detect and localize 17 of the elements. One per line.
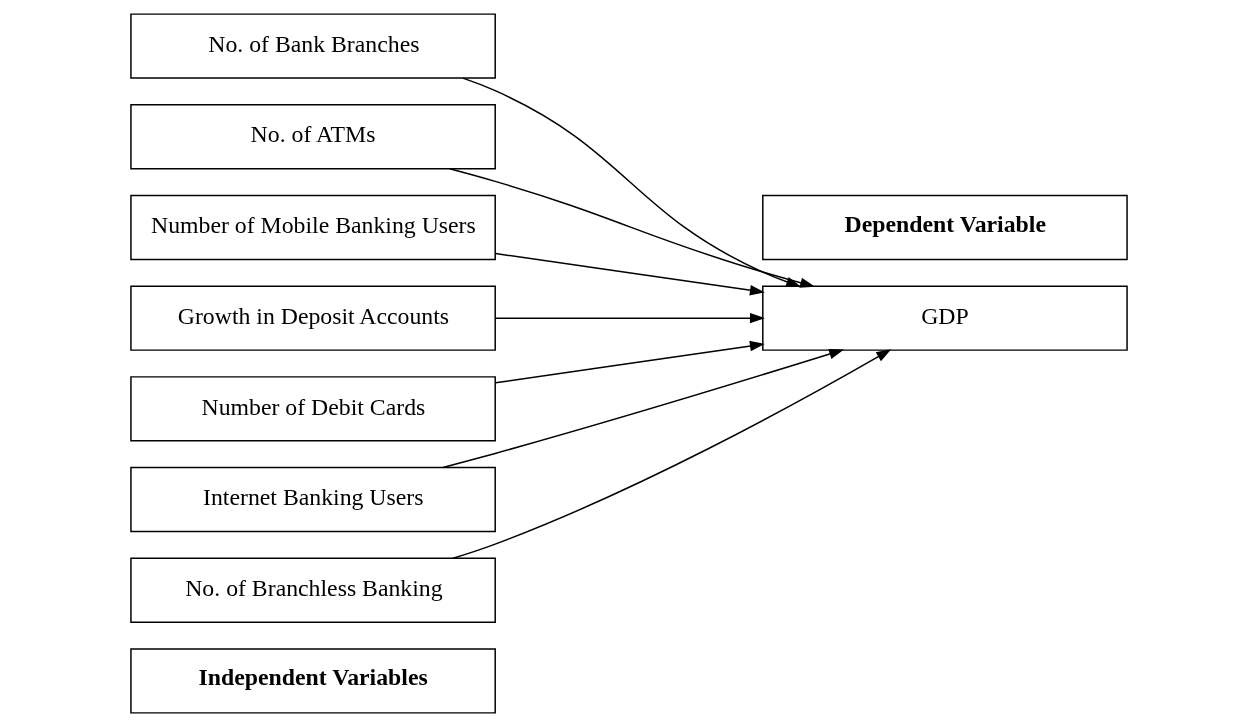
arrow bbox=[448, 168, 815, 288]
node-box: No. of Branchless Banking bbox=[129, 557, 496, 623]
node-box: Number of Debit Cards bbox=[129, 376, 496, 442]
arrow bbox=[441, 348, 844, 469]
arrow bbox=[494, 340, 765, 384]
arrow bbox=[451, 349, 891, 559]
node-box: No. of Bank Branches bbox=[129, 13, 496, 79]
node-box: Internet Banking Users bbox=[129, 466, 496, 533]
node-box: GDP bbox=[761, 285, 1128, 351]
arrow bbox=[494, 312, 765, 324]
node-box: Dependent Variable bbox=[761, 194, 1128, 261]
arrow bbox=[461, 77, 801, 287]
node-box: Growth in Deposit Accounts bbox=[129, 285, 496, 351]
node-box: Independent Variables bbox=[129, 648, 496, 714]
arrow bbox=[494, 252, 765, 296]
node-box: No. of ATMs bbox=[129, 104, 496, 170]
node-box: Number of Mobile Banking Users bbox=[129, 194, 496, 261]
